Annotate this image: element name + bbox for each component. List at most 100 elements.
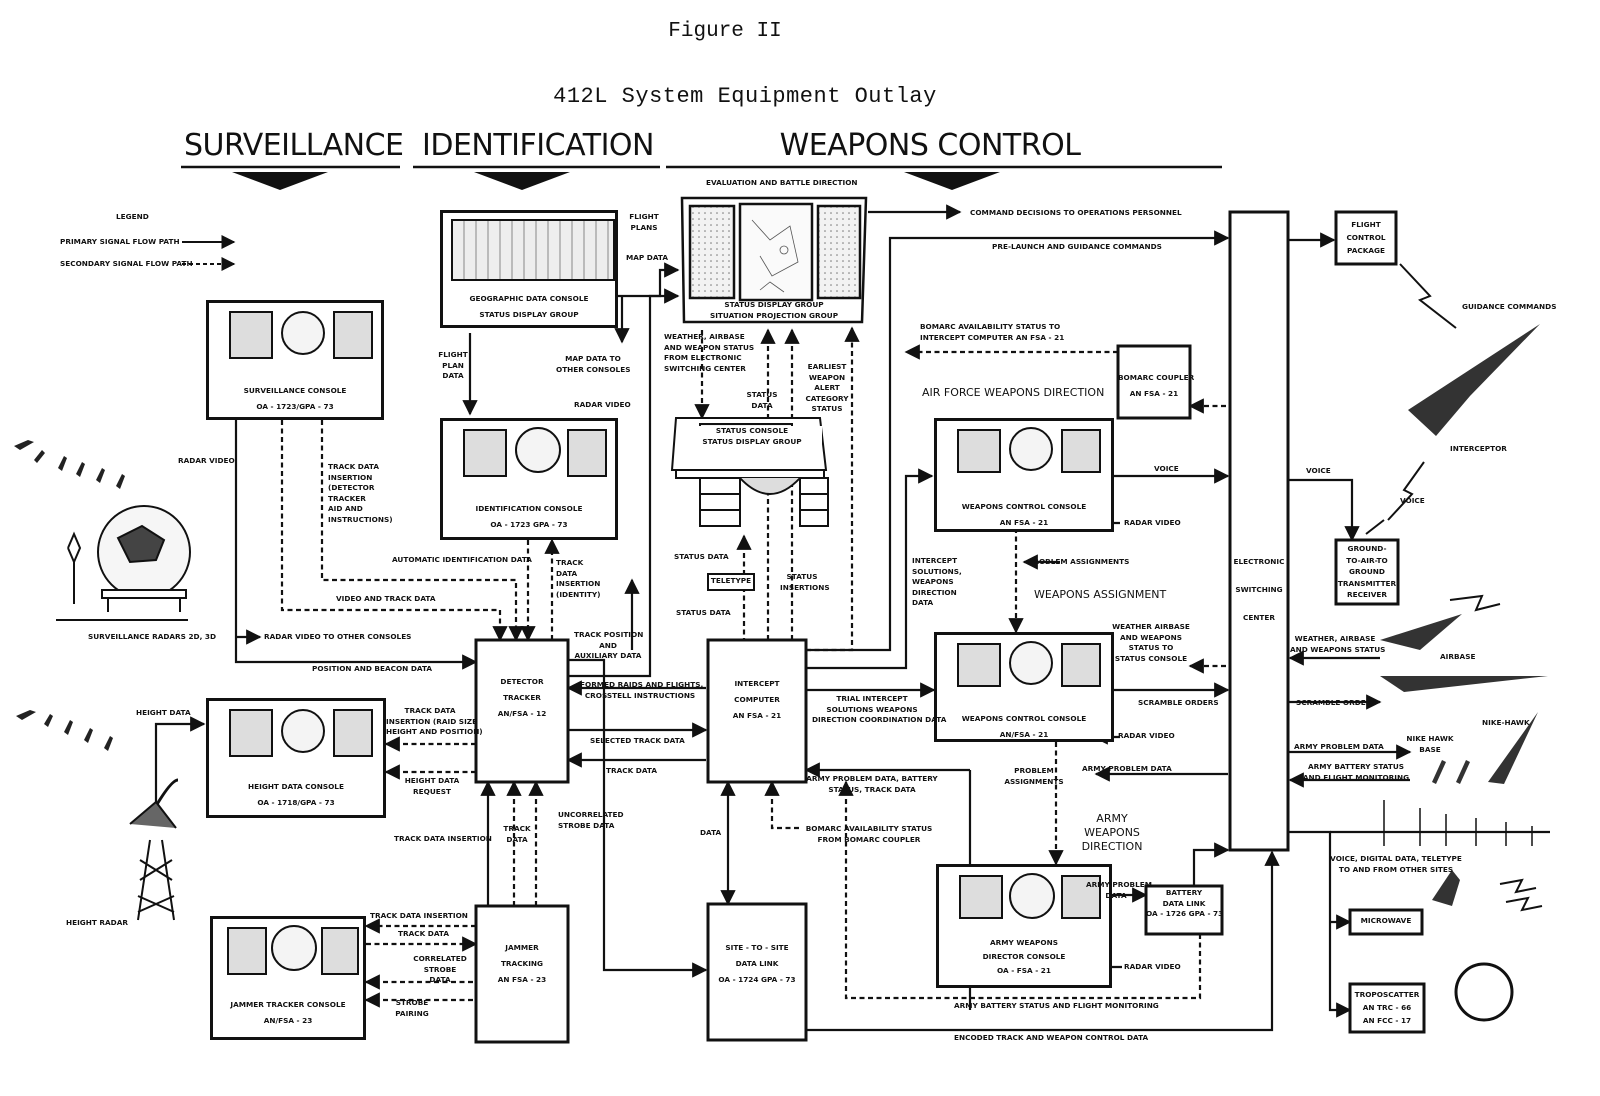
geographic-console-label: GEOGRAPHIC DATA CONSOLE <box>469 294 589 303</box>
surveillance-console-label: SURVEILLANCE CONSOLE <box>243 386 347 395</box>
label-selected-track: SELECTED TRACK DATA <box>590 736 685 745</box>
identification-console-sub: OA - 1723 GPA - 73 <box>490 520 568 529</box>
label-status-data-3: STATUS DATA <box>676 608 731 617</box>
surveillance-console-sub: OA - 1723/GPA - 73 <box>256 402 334 411</box>
identification-console-label: IDENTIFICATION CONSOLE <box>475 504 583 513</box>
army-weapons-director-console: ARMY WEAPONS DIRECTOR CONSOLE OA - FSA -… <box>936 864 1112 988</box>
label-track-data-j: TRACK DATA <box>398 929 449 938</box>
label-track-data: TRACK DATA <box>606 766 657 775</box>
geographic-console-sub: STATUS DISPLAY GROUP <box>479 310 579 319</box>
label-army-battery-status: ARMY BATTERY STATUS AND FLIGHT MONITORIN… <box>954 1001 1159 1010</box>
geographic-data-console: GEOGRAPHIC DATA CONSOLE STATUS DISPLAY G… <box>440 210 618 328</box>
label-height-radar: HEIGHT RADAR <box>66 918 129 927</box>
army-console-sub: OA - FSA - 21 <box>997 966 1051 975</box>
army-console-label-2: DIRECTOR CONSOLE <box>982 952 1066 961</box>
label-map-data: MAP DATA <box>626 253 668 262</box>
jammer-console-label: JAMMER TRACKER CONSOLE <box>230 1000 346 1009</box>
jammer-tracker-console: JAMMER TRACKER CONSOLE AN/FSA - 23 <box>210 916 366 1040</box>
label-problem-assignments: PROBLEM ASSIGNMENTS <box>1028 557 1130 566</box>
label-encoded: ENCODED TRACK AND WEAPON CONTROL DATA <box>954 1033 1149 1042</box>
heading-weapons-assignment: WEAPONS ASSIGNMENT <box>1034 588 1167 601</box>
label-radar-video-wc2: RADAR VIDEO <box>1118 731 1175 740</box>
label-prelaunch: PRE-LAUNCH AND GUIDANCE COMMANDS <box>992 242 1162 251</box>
height-data-console: HEIGHT DATA CONSOLE OA - 1718/GPA - 73 <box>206 698 386 818</box>
label-auto-ident: AUTOMATIC IDENTIFICATION DATA <box>392 555 532 564</box>
label-radar-video: RADAR VIDEO <box>574 400 631 409</box>
label-video-track: VIDEO AND TRACK DATA <box>336 594 436 603</box>
page-title: 412L System Equipment Outlay <box>553 84 937 109</box>
army-console-label-1: ARMY WEAPONS <box>990 938 1058 947</box>
label-formed-raids: FORMED RAIDS AND FLIGHTS,CROSSTELL INSTR… <box>580 680 704 700</box>
height-console-label: HEIGHT DATA CONSOLE <box>248 782 344 791</box>
figure-label: Figure II <box>668 20 782 43</box>
label-position-beacon: POSITION AND BEACON DATA <box>312 664 433 673</box>
label-scramble-2: SCRAMBLE ORDERS <box>1296 698 1377 707</box>
label-command-decisions: COMMAND DECISIONS TO OPERATIONS PERSONNE… <box>970 208 1182 217</box>
label-army-problem-r: ARMY PROBLEM DATA <box>1294 742 1384 751</box>
label-surv-radars: SURVEILLANCE RADARS 2D, 3D <box>88 632 217 641</box>
label-voice-2: VOICE <box>1306 466 1331 475</box>
legend-title: LEGEND <box>116 212 149 221</box>
label-track-data-insertion: TRACK DATA INSERTION <box>394 834 492 843</box>
teletype-box: TELETYPE <box>710 576 752 585</box>
label-interceptor: INTERCEPTOR <box>1450 444 1507 453</box>
surveillance-console: SURVEILLANCE CONSOLE OA - 1723/GPA - 73 <box>206 300 384 420</box>
identification-console: IDENTIFICATION CONSOLE OA - 1723 GPA - 7… <box>440 418 618 540</box>
label-radar-video-2: RADAR VIDEO <box>178 456 235 465</box>
weapons-control-console-1: WEAPONS CONTROL CONSOLE AN FSA - 21 <box>934 418 1114 532</box>
label-scramble-1: SCRAMBLE ORDERS <box>1138 698 1219 707</box>
label-airbase: AIRBASE <box>1440 652 1476 661</box>
label-voice-1: VOICE <box>1154 464 1179 473</box>
label-evaluation: EVALUATION AND BATTLE DIRECTION <box>706 178 858 187</box>
label-track-ins-j: TRACK DATA INSERTION <box>370 911 468 920</box>
heading-af-weapons: AIR FORCE WEAPONS DIRECTION <box>922 386 1105 399</box>
label-status-data-2: STATUS DATA <box>674 552 729 561</box>
label-height-data: HEIGHT DATA <box>136 708 191 717</box>
legend-secondary: SECONDARY SIGNAL FLOW PATH <box>60 259 193 268</box>
height-console-sub: OA - 1718/GPA - 73 <box>257 798 335 807</box>
wc1-sub: AN FSA - 21 <box>999 518 1049 527</box>
label-guidance: GUIDANCE COMMANDS <box>1462 302 1557 311</box>
label-voice-3: VOICE <box>1400 496 1425 505</box>
section-weapons-control: WEAPONS CONTROL <box>779 128 1081 163</box>
microwave-box: MICROWAVE <box>1360 916 1412 925</box>
section-surveillance: SURVEILLANCE <box>184 128 404 163</box>
label-radar-video-army: RADAR VIDEO <box>1124 962 1181 971</box>
